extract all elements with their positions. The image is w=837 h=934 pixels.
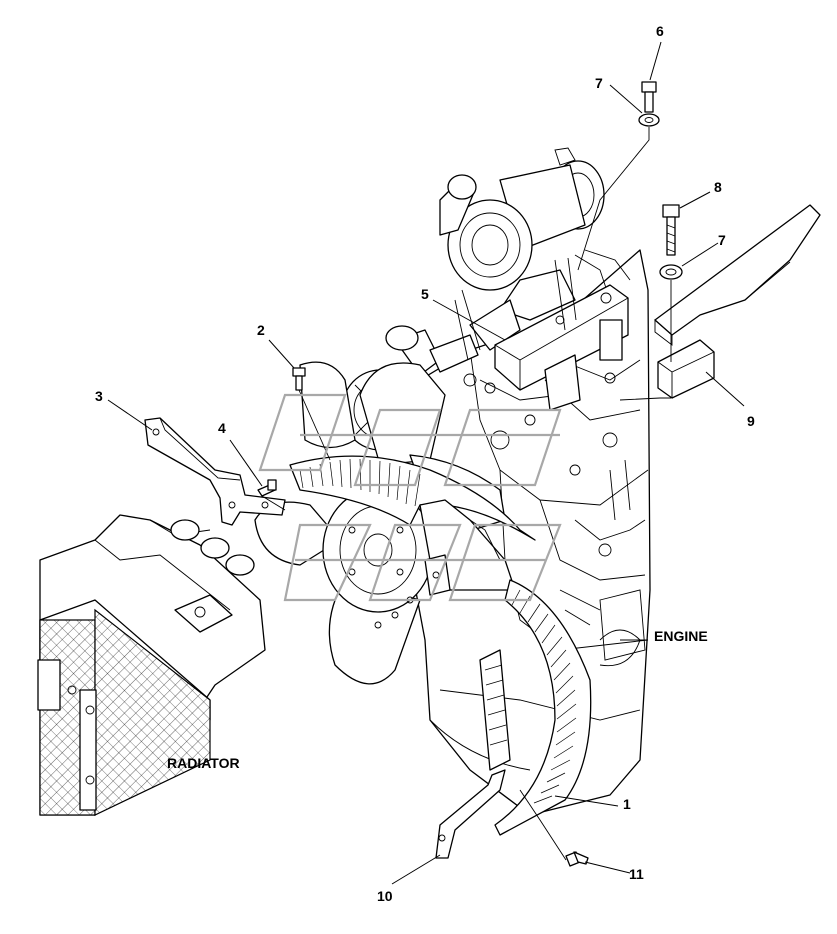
leader-lines: [107, 41, 745, 885]
turbocharger: [439, 147, 631, 351]
radiator-label: RADIATOR: [167, 755, 240, 771]
engine-label: ENGINE: [654, 628, 708, 644]
callout-3: 3: [95, 388, 103, 404]
watermark: [258, 393, 562, 602]
callout-8: 8: [714, 179, 722, 195]
callout-6: 6: [656, 23, 664, 39]
callout-5: 5: [421, 286, 429, 302]
bolt-11: [565, 851, 589, 867]
bracket-10: [435, 769, 506, 859]
callout-2: 2: [257, 322, 265, 338]
block-9: [657, 339, 715, 399]
callout-7-lower: 7: [718, 232, 726, 248]
washer-7-lower: [659, 264, 683, 280]
bolt-4: [257, 479, 277, 497]
callout-9: 9: [747, 413, 755, 429]
callout-10: 10: [377, 888, 393, 904]
assembly-lines: [261, 127, 672, 861]
frame-member: [654, 204, 821, 346]
bolt-8: [662, 204, 680, 256]
bolt-6: [641, 81, 657, 113]
bracket-3: [144, 417, 286, 526]
callout-7-upper: 7: [595, 75, 603, 91]
callout-11: 11: [629, 866, 644, 882]
bracket-5: [494, 284, 629, 411]
washer-7-upper: [638, 113, 660, 127]
callout-1: 1: [623, 796, 631, 812]
radiator: [37, 514, 266, 816]
callout-4: 4: [218, 420, 226, 436]
